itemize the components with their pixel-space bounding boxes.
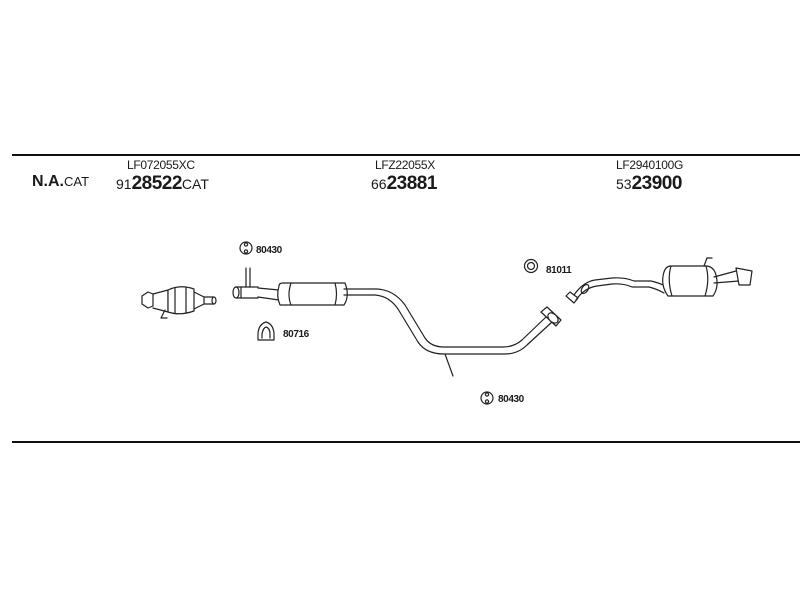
hanger-front-part-number: 80430	[256, 245, 282, 256]
section-2-code: LFZ22055X	[375, 158, 436, 172]
section-1-number-suffix: CAT	[181, 176, 209, 192]
middle-silencer-pipe	[232, 267, 562, 377]
gasket-front-part-number: 80716	[283, 329, 309, 340]
na-cat-suffix: CAT	[64, 174, 90, 189]
rear-silencer	[565, 257, 753, 304]
section-1-code: LF072055XC	[127, 158, 195, 172]
section-1-number-main: 28522	[131, 173, 183, 194]
ring-rear-part-number: 81011	[546, 265, 572, 276]
bottom-divider-line	[12, 441, 800, 443]
catalytic-converter	[141, 286, 217, 319]
na-cat-label: N.A.CAT	[32, 173, 89, 191]
hanger-front-icon	[239, 241, 253, 255]
hanger-mid-icon	[480, 391, 494, 405]
section-2-part-number: 6623881	[371, 173, 437, 195]
section-2-number-prefix: 66	[371, 176, 387, 192]
top-divider-line	[12, 154, 800, 156]
section-3-number-main: 23900	[631, 173, 683, 194]
section-1-number-prefix: 91	[116, 176, 132, 192]
section-3-code: LF2940100G	[616, 158, 684, 172]
section-1-part-number: 9128522CAT	[116, 173, 209, 195]
hanger-mid-part-number: 80430	[498, 394, 524, 405]
section-3-number-prefix: 53	[616, 176, 632, 192]
na-cat-bold: N.A.	[32, 173, 64, 190]
section-3-part-number: 5323900	[616, 173, 682, 195]
gasket-front-icon	[257, 321, 275, 341]
section-2-number-main: 23881	[386, 173, 438, 194]
ring-rear-icon	[523, 258, 539, 274]
